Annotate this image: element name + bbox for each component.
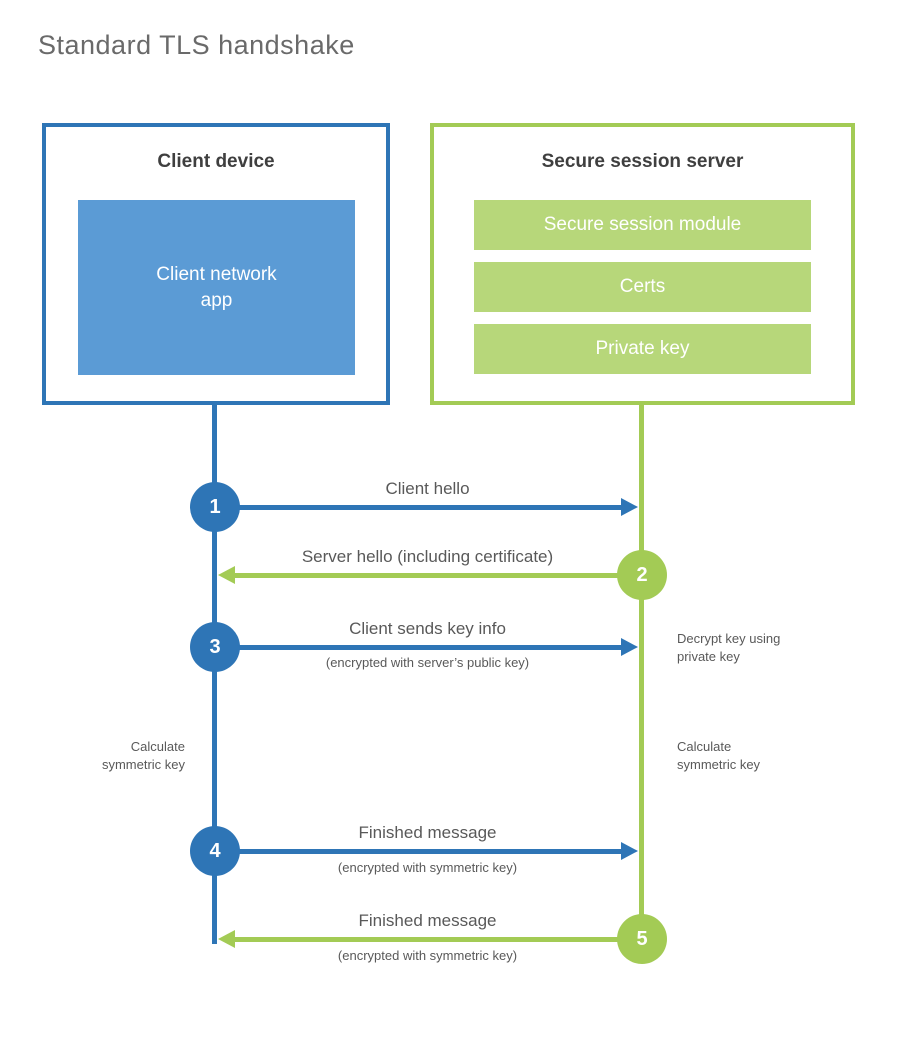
arrow-head-right-icon — [621, 638, 638, 656]
server-module-bar-private-key: Private key — [474, 324, 811, 374]
arrow-head-right-icon — [621, 498, 638, 516]
step-circle-2: 2 — [617, 550, 667, 600]
client-device-box: Client device Client network app — [42, 123, 390, 405]
server-box: Secure session server Secure session mod… — [430, 123, 855, 405]
note-calculate-symmetric-right: Calculate symmetric key — [677, 739, 761, 772]
server-title: Secure session server — [541, 151, 744, 172]
arrow-head-left-icon — [218, 566, 235, 584]
server-module-bar-certs: Certs — [474, 262, 811, 312]
message-arrow-step2 — [235, 573, 642, 578]
message-label-step2: Server hello (including certificate) — [301, 547, 554, 566]
arrow-head-right-icon — [621, 842, 638, 860]
step-number: 2 — [636, 563, 648, 586]
message-sublabel-step5: (encrypted with symmetric key) — [337, 948, 518, 963]
arrow-head-left-icon — [218, 930, 235, 948]
step-number: 5 — [636, 927, 648, 950]
message-arrow-step4 — [215, 849, 622, 854]
message-arrow-step1 — [215, 505, 622, 510]
note-decrypt-key: Decrypt key using private key — [677, 631, 781, 664]
message-arrow-step5 — [235, 937, 642, 942]
step-number: 4 — [209, 839, 221, 862]
step-circle-4: 4 — [190, 826, 240, 876]
client-network-app-box: Client network app — [78, 200, 355, 375]
step-number: 1 — [209, 495, 221, 518]
message-arrow-step3 — [215, 645, 622, 650]
message-label-step5: Finished message — [358, 911, 497, 930]
server-module-label: Secure session module — [543, 214, 742, 235]
message-sublabel-step4: (encrypted with symmetric key) — [337, 860, 518, 875]
message-label-step1: Client hello — [385, 479, 470, 498]
client-network-app-label: Client network app — [156, 263, 277, 311]
server-module-label: Certs — [619, 276, 666, 297]
client-lifeline — [212, 405, 217, 944]
server-lifeline — [639, 405, 644, 939]
server-module-label: Private key — [595, 338, 690, 359]
step-circle-1: 1 — [190, 482, 240, 532]
step-circle-5: 5 — [617, 914, 667, 964]
page-title: Standard TLS handshake — [38, 30, 355, 60]
message-sublabel-step3: (encrypted with server’s public key) — [325, 655, 530, 670]
client-device-title: Client device — [157, 151, 275, 172]
message-label-step3: Client sends key info — [349, 619, 506, 638]
server-module-bar-secure-session: Secure session module — [474, 200, 811, 250]
step-circle-3: 3 — [190, 622, 240, 672]
message-label-step4: Finished message — [358, 823, 497, 842]
step-number: 3 — [209, 635, 221, 658]
note-calculate-symmetric-left: Calculate symmetric key — [101, 739, 185, 772]
